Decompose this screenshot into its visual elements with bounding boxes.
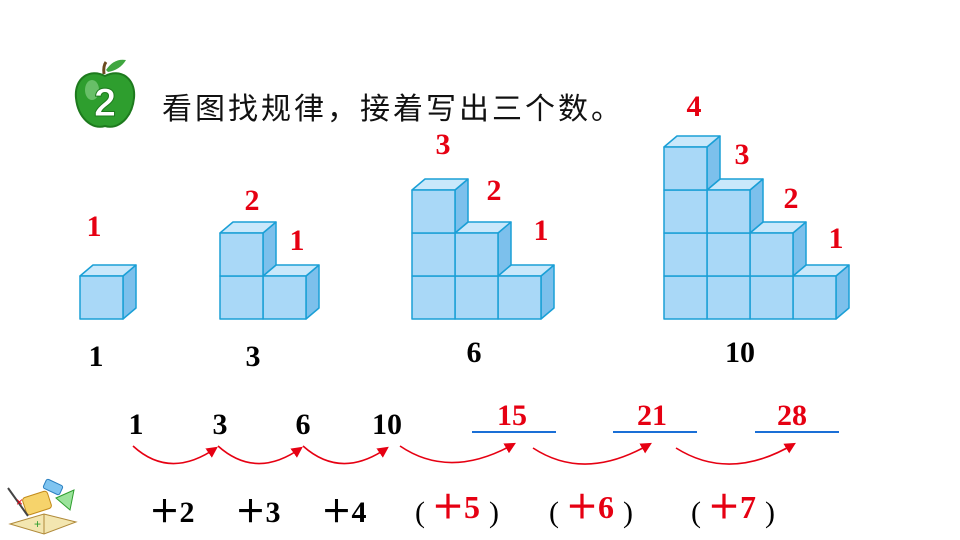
cube-front-face: [792, 275, 837, 320]
cube-front-face: [663, 189, 708, 234]
cube-front-face: [663, 232, 708, 277]
cube-front-face: [454, 232, 499, 277]
cube: [219, 221, 277, 277]
cube: [262, 264, 320, 320]
step-arrow-5: [532, 442, 652, 465]
svg-text:×: ×: [16, 495, 23, 509]
cube-front-face: [706, 232, 751, 277]
difference-open-paren-1: (: [415, 496, 425, 529]
column-count-label: 1: [290, 224, 305, 257]
step-arrow-1: [132, 445, 218, 465]
cube: [706, 232, 751, 277]
cube-figure-2: [219, 221, 320, 320]
difference-answer-3: ＋7: [708, 489, 756, 525]
sequence-answer-3: 28: [777, 399, 807, 432]
difference-close-paren-1: ): [489, 496, 499, 529]
cube: [79, 264, 137, 320]
cube: [792, 264, 850, 320]
cube: [411, 275, 456, 320]
difference-close-paren-2: ): [623, 496, 633, 529]
difference-close-paren-3: ): [765, 496, 775, 529]
cube-figures: [79, 135, 850, 320]
badge-number: 2: [94, 81, 116, 125]
figure-total-label: 1: [89, 340, 104, 373]
cube: [219, 275, 264, 320]
figure-total-label: 3: [246, 340, 261, 373]
difference-given-2: ＋3: [236, 496, 281, 529]
cube-front-face: [749, 275, 794, 320]
cube-front-face: [663, 275, 708, 320]
cube: [454, 275, 499, 320]
cube: [497, 264, 555, 320]
cube: [411, 178, 469, 234]
cube-front-face: [262, 275, 307, 320]
sequence-given-3: 6: [296, 408, 311, 441]
cube-front-face: [411, 189, 456, 234]
cube-front-face: [497, 275, 542, 320]
apple-number-badge: 2: [74, 59, 136, 128]
difference-answer-1: ＋5: [432, 489, 480, 525]
sequence-given-4: 10: [372, 408, 402, 441]
cube-front-face: [749, 232, 794, 277]
cube-front-face: [219, 232, 264, 277]
cube: [454, 221, 512, 277]
math-tools-icon: + ×: [7, 478, 78, 535]
cube-front-face: [454, 275, 499, 320]
sequence-answer-2: 21: [637, 399, 667, 432]
step-arrow-3: [302, 445, 389, 465]
step-arrow-6: [675, 442, 796, 465]
difference-given-3: ＋4: [322, 496, 367, 529]
figure-total-label: 6: [467, 336, 482, 369]
cube-front-face: [706, 275, 751, 320]
sequence-given-2: 3: [213, 408, 228, 441]
cube: [663, 275, 708, 320]
cube: [663, 232, 708, 277]
column-count-label: 3: [735, 138, 750, 171]
column-count-label: 1: [534, 214, 549, 247]
svg-text:+: +: [34, 517, 41, 531]
column-count-label: 1: [829, 222, 844, 255]
cube: [663, 135, 721, 191]
page-title: 看图找规律，接着写出三个数。: [162, 92, 624, 127]
cube-front-face: [411, 275, 456, 320]
column-count-label: 4: [687, 90, 702, 123]
column-count-label: 3: [436, 128, 451, 161]
cube-figure-3: [411, 178, 555, 320]
figure-total-label: 10: [725, 336, 755, 369]
column-count-label: 2: [784, 182, 799, 215]
cube: [706, 275, 751, 320]
step-arrow-4: [399, 442, 516, 464]
cube-front-face: [411, 232, 456, 277]
column-count-label: 1: [87, 210, 102, 243]
cube: [663, 189, 708, 234]
column-count-label: 2: [245, 184, 260, 217]
cube: [749, 221, 807, 277]
cube-front-face: [219, 275, 264, 320]
cube: [411, 232, 456, 277]
column-count-label: 2: [487, 174, 502, 207]
cube-front-face: [706, 189, 751, 234]
cube: [749, 275, 794, 320]
cube-figure-1: [79, 264, 137, 320]
difference-given-1: ＋2: [150, 496, 195, 529]
cube-front-face: [663, 146, 708, 191]
cube-front-face: [79, 275, 124, 320]
sequence-answer-1: 15: [497, 399, 527, 432]
difference-open-paren-3: (: [691, 496, 701, 529]
difference-answer-2: ＋6: [566, 489, 614, 525]
difference-open-paren-2: (: [549, 496, 559, 529]
sequence-given-1: 1: [129, 408, 144, 441]
cube: [706, 178, 764, 234]
cube-figure-4: [663, 135, 850, 320]
step-arrow-2: [217, 445, 303, 465]
apple-icon: [74, 59, 136, 128]
